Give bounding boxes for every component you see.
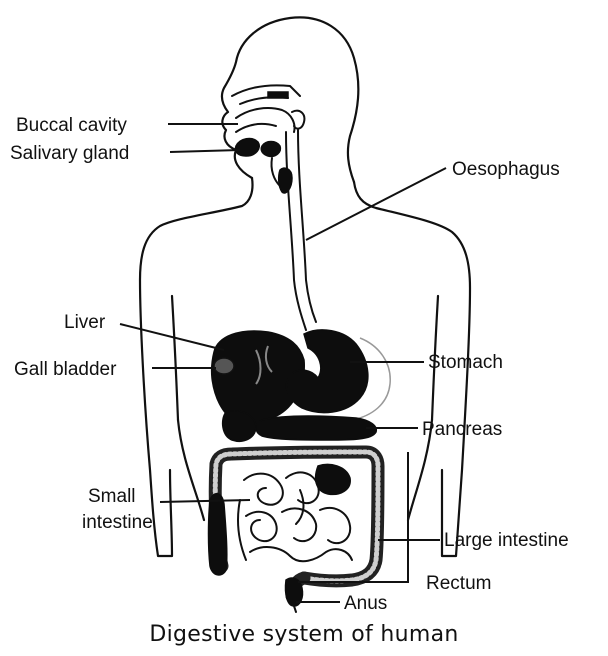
label-small-intestine-line1: Small xyxy=(88,486,136,507)
leader-rectum xyxy=(298,452,408,582)
leader-small-intestine xyxy=(160,500,250,502)
leader-oesophagus xyxy=(306,168,446,240)
label-large-intestine: Large intestine xyxy=(444,530,569,551)
buccal-cavity-organ xyxy=(232,85,304,132)
label-gall-bladder: Gall bladder xyxy=(14,359,117,380)
label-oesophagus: Oesophagus xyxy=(452,159,560,180)
small-intestine-organ xyxy=(238,465,352,562)
label-rectum: Rectum xyxy=(426,573,491,594)
label-buccal-cavity: Buccal cavity xyxy=(16,115,127,136)
oesophagus-organ xyxy=(279,130,316,330)
gall-bladder-organ xyxy=(214,358,234,374)
anus-organ xyxy=(294,606,296,612)
salivary-gland-organ xyxy=(235,139,280,186)
label-liver: Liver xyxy=(64,312,106,333)
stomach-organ xyxy=(286,330,390,420)
leader-liver xyxy=(120,324,224,350)
diagram-caption: Digestive system of human xyxy=(149,622,458,647)
label-small-intestine-line2: intestine xyxy=(82,512,153,533)
leader-salivary-gland xyxy=(170,150,240,152)
pancreas-organ xyxy=(223,411,377,441)
body-outline xyxy=(140,17,470,556)
label-anus: Anus xyxy=(344,593,387,614)
label-salivary-gland: Salivary gland xyxy=(10,143,129,164)
label-stomach: Stomach xyxy=(428,352,503,373)
label-pancreas: Pancreas xyxy=(422,419,502,440)
large-intestine-organ xyxy=(209,452,379,581)
